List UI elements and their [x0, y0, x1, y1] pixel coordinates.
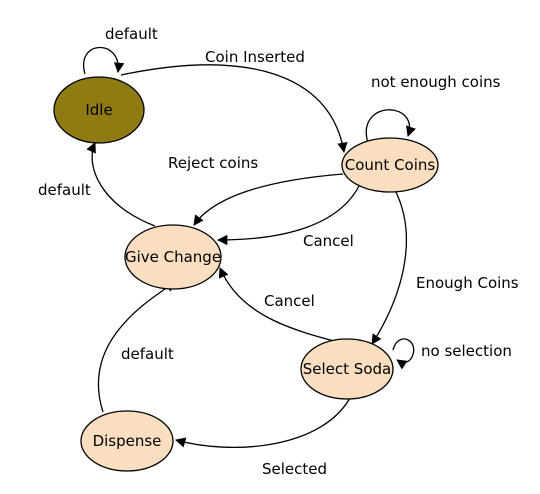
state-select-soda: Select Soda	[300, 338, 394, 400]
label-count-cancel: Cancel	[303, 232, 354, 250]
edge-count-coins-self	[365, 109, 416, 144]
label-selected: Selected	[262, 460, 327, 478]
edge-count-coins-to-give-change-cancel	[216, 183, 361, 246]
edge-select-soda-to-dispense	[174, 397, 351, 448]
label-coin-inserted: Coin Inserted	[205, 48, 305, 66]
label-dispense-default: default	[121, 345, 174, 363]
state-dispense: Dispense	[80, 410, 174, 472]
edge-select-soda-self	[392, 338, 415, 370]
label-reject-coins: Reject coins	[168, 154, 258, 172]
edge-idle-to-count-coins	[120, 64, 348, 154]
state-select-soda-label: Select Soda	[303, 360, 391, 378]
state-idle: Idle	[53, 76, 145, 144]
state-give-change-label: Give Change	[125, 248, 221, 266]
edge-idle-self-default	[82, 46, 125, 75]
state-idle-label: Idle	[85, 101, 112, 119]
label-select-cancel: Cancel	[264, 292, 315, 310]
state-dispense-label: Dispense	[93, 432, 162, 450]
label-enough-coins: Enough Coins	[416, 274, 519, 292]
label-give-change-default: default	[38, 181, 91, 199]
edge-dispense-to-give-change	[97, 281, 176, 413]
state-give-change: Give Change	[124, 224, 222, 290]
label-idle-default: default	[105, 25, 158, 43]
state-count-coins: Count Coins	[341, 137, 439, 193]
edge-count-coins-to-give-change-reject	[193, 173, 344, 226]
edge-select-soda-to-give-change-cancel	[218, 267, 347, 345]
edge-give-change-to-idle-default	[86, 142, 156, 227]
label-no-selection: no selection	[421, 342, 512, 360]
state-count-coins-label: Count Coins	[345, 156, 436, 174]
edge-count-coins-to-select-soda	[371, 189, 407, 345]
label-not-enough-coins: not enough coins	[371, 73, 501, 91]
